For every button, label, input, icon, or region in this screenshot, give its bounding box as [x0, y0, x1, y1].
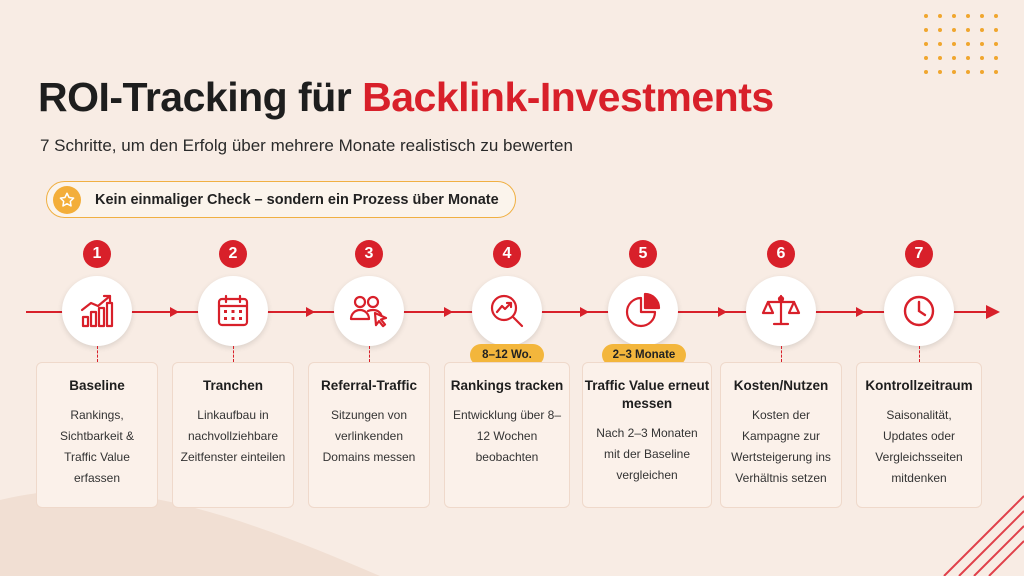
step-title: Rankings tracken	[450, 378, 564, 393]
duration-badge: 8–12 Wo.	[470, 344, 544, 366]
star-icon	[53, 185, 81, 214]
connector-arrow	[718, 307, 727, 317]
step-card: Kosten/Nutzen Kosten der Kampagne zur We…	[720, 362, 842, 508]
connector-arrow	[444, 307, 453, 317]
step-card: Tranchen Linkaufbau in nachvollziehbare …	[172, 362, 294, 508]
step-title: Referral-Traffic	[320, 378, 418, 393]
page-subtitle: 7 Schritte, um den Erfolg über mehrere M…	[40, 136, 573, 155]
connector-arrow	[580, 307, 589, 317]
step-number: 4	[493, 240, 521, 268]
step-card: Kontrollzeitraum Saisonalität, Updates o…	[856, 362, 982, 508]
step-description: Kosten der Kampagne zur Wertsteigerung i…	[731, 408, 831, 485]
step-description: Rankings, Sichtbarkeit & Traffic Value e…	[59, 408, 135, 485]
step-number: 1	[83, 240, 111, 268]
connector-arrow	[306, 307, 315, 317]
page-title: ROI-Tracking für Backlink-Investments	[38, 74, 774, 120]
calendar-icon	[198, 276, 268, 346]
step-description: Entwicklung über 8–12 Wochen beobachten	[452, 408, 562, 464]
step-connector	[233, 346, 234, 362]
step-title: Kosten/Nutzen	[733, 378, 829, 393]
duration-badge: 2–3 Monate	[602, 344, 686, 366]
connector-arrow	[170, 307, 179, 317]
decorative-stripes	[943, 495, 1024, 576]
step-connector	[919, 346, 920, 362]
users-cursor-icon	[334, 276, 404, 346]
step-description: Saisonalität, Updates oder Vergleichssei…	[875, 408, 963, 485]
page-title-accent: Backlink-Investments	[362, 74, 774, 120]
pie-chart-icon	[608, 276, 678, 346]
step-card: Referral-Traffic Sitzungen von verlinken…	[308, 362, 430, 508]
step-title: Traffic Value erneut messen	[584, 378, 710, 411]
step-card: Traffic Value erneut messen Nach 2–3 Mon…	[582, 362, 712, 508]
clock-icon	[884, 276, 954, 346]
step-card: Rankings tracken Entwicklung über 8–12 W…	[444, 362, 570, 508]
connector-arrow	[856, 307, 865, 317]
step-connector	[781, 346, 782, 362]
step-number: 2	[219, 240, 247, 268]
callout-text: Kein einmaliger Check – sondern ein Proz…	[95, 191, 499, 208]
bar-chart-growth-icon	[62, 276, 132, 346]
step-connector	[97, 346, 98, 362]
step-number: 3	[355, 240, 383, 268]
scale-icon	[746, 276, 816, 346]
decorative-dots	[924, 14, 1008, 84]
step-number: 6	[767, 240, 795, 268]
step-title: Tranchen	[202, 378, 264, 393]
step-title: Kontrollzeitraum	[865, 378, 973, 393]
step-connector	[369, 346, 370, 362]
step-number: 7	[905, 240, 933, 268]
step-title: Baseline	[69, 378, 125, 393]
step-number: 5	[629, 240, 657, 268]
timeline-arrowhead	[986, 305, 1000, 319]
step-description: Linkaufbau in nachvollziehbare Zeitfenst…	[180, 408, 286, 464]
callout-pill: Kein einmaliger Check – sondern ein Proz…	[46, 181, 516, 218]
step-description: Sitzungen von verlinkenden Domains messe…	[322, 408, 416, 464]
step-description: Nach 2–3 Monaten mit der Baseline vergle…	[596, 426, 698, 482]
magnifier-trend-icon	[472, 276, 542, 346]
step-card: Baseline Rankings, Sichtbarkeit & Traffi…	[36, 362, 158, 508]
